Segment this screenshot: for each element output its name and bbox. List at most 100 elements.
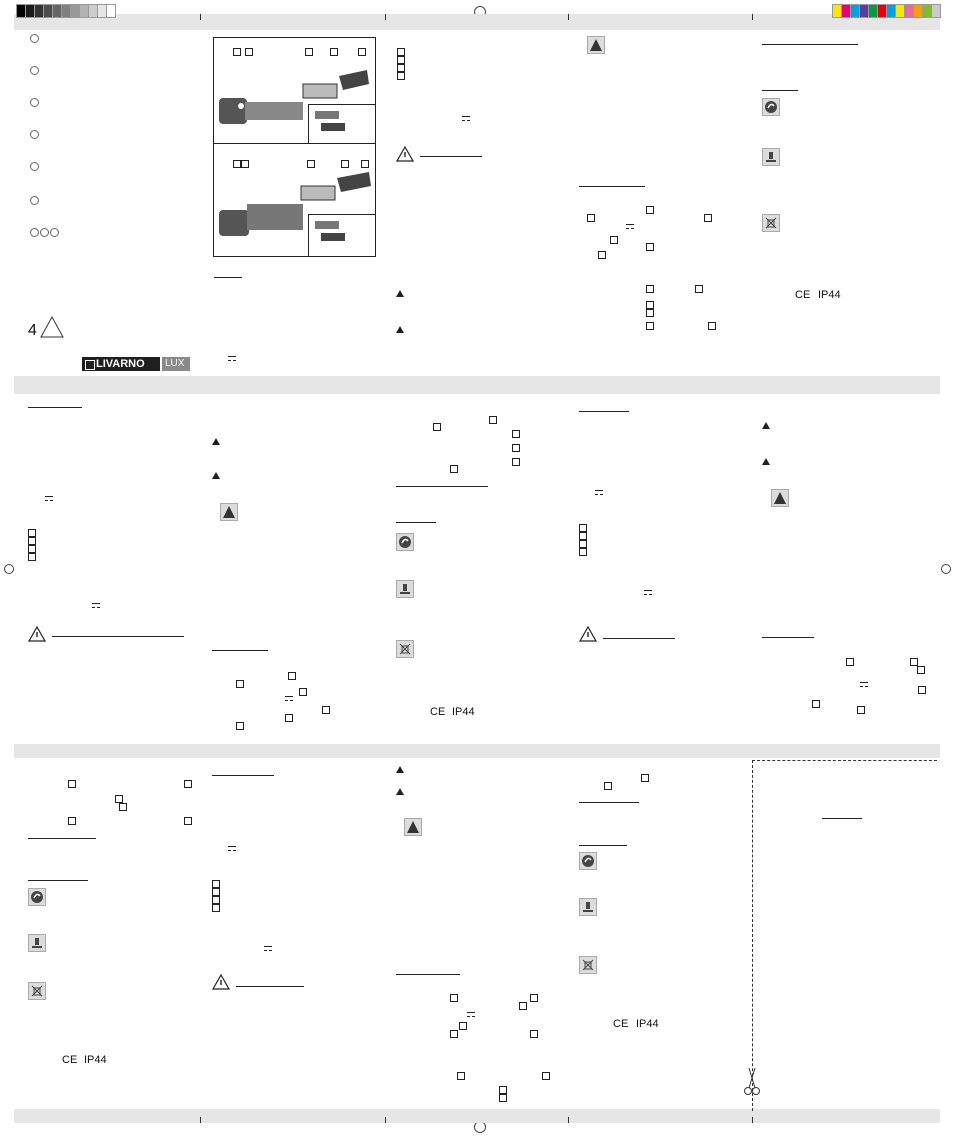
warning-small-icon: [212, 438, 220, 445]
list-box: [28, 537, 36, 545]
callout-box: [330, 48, 338, 56]
warning-small-icon: [762, 422, 770, 429]
callout-box: [233, 48, 241, 56]
inline-box: [704, 214, 712, 222]
list-box: [212, 904, 220, 912]
crop-mark: [568, 14, 569, 20]
inline-box: [184, 780, 192, 788]
battery-icon: [315, 221, 345, 241]
list-box: [212, 880, 220, 888]
dc-symbol-icon: [644, 590, 652, 595]
crop-mark: [568, 1117, 569, 1123]
battery-icon: [315, 111, 345, 131]
section-heading-rule: [28, 880, 88, 881]
inline-box: [917, 666, 925, 674]
inline-box: [433, 423, 441, 431]
inline-box: [646, 285, 654, 293]
list-box: [397, 48, 405, 56]
section-heading-rule: [420, 156, 482, 157]
section-heading-rule: [579, 845, 627, 846]
warning-triangle-icon: [40, 316, 64, 338]
section-heading-rule: [579, 411, 629, 412]
coupon-heading-rule: [822, 818, 862, 819]
section-heading-rule: [579, 186, 645, 187]
crop-mark: [752, 1117, 753, 1123]
ip-rating: IP44: [84, 1054, 107, 1066]
list-box: [579, 540, 587, 548]
inline-box: [68, 780, 76, 788]
inline-box: [499, 1094, 507, 1102]
color-swatch: [931, 4, 941, 18]
inline-box: [499, 1086, 507, 1094]
section-heading-rule: [212, 775, 274, 776]
ip-rating: IP44: [636, 1018, 659, 1030]
list-box: [28, 529, 36, 537]
brand-name: LIVARNO: [96, 358, 145, 370]
dc-symbol-icon: [860, 682, 868, 687]
dc-symbol-icon: [264, 946, 272, 951]
color-swatch: [106, 4, 116, 18]
section-heading-rule: [396, 974, 460, 975]
ip-rating: IP44: [818, 289, 841, 301]
battery-inset: [308, 104, 375, 144]
warning-small-icon: [396, 766, 404, 773]
inline-box: [68, 817, 76, 825]
inline-box: [115, 795, 123, 803]
list-box: [397, 64, 405, 72]
inline-box: [695, 285, 703, 293]
battery-disposal-icon: [762, 148, 780, 166]
language-marker-icon: [40, 228, 49, 237]
inline-box: [236, 722, 244, 730]
inline-box: [641, 774, 649, 782]
list-box: [397, 72, 405, 80]
callout-box: [307, 160, 315, 168]
callout-box: [358, 48, 366, 56]
section-heading-rule: [214, 277, 242, 278]
list-box: [212, 888, 220, 896]
inline-box: [918, 686, 926, 694]
list-box: [579, 532, 587, 540]
inline-box: [530, 994, 538, 1002]
callout-box: [305, 48, 313, 56]
section-band: [14, 376, 940, 394]
dc-symbol-icon: [45, 496, 53, 501]
inline-box: [512, 430, 520, 438]
inline-box: [457, 1072, 465, 1080]
warning-small-icon: [396, 290, 404, 297]
crop-mark: [752, 14, 753, 20]
section-heading-rule: [762, 637, 814, 638]
inline-box: [812, 700, 820, 708]
dc-symbol-icon: [467, 1012, 475, 1017]
list-box: [579, 524, 587, 532]
page-number: 4: [28, 322, 37, 339]
list-box: [212, 896, 220, 904]
inline-box: [646, 301, 654, 309]
language-marker-icon: [30, 34, 39, 43]
flashlight-illustration: [219, 172, 371, 236]
inline-box: [542, 1072, 550, 1080]
section-heading-rule: [236, 986, 304, 987]
grid-icon: [85, 360, 95, 370]
crossed-bin-icon: [28, 982, 46, 1000]
callout-box: [361, 160, 369, 168]
inline-box: [285, 714, 293, 722]
brand-logo: LIVARNO LUX: [82, 357, 190, 371]
inline-box: [604, 782, 612, 790]
brand-logo-mark: [82, 357, 160, 371]
inline-box: [512, 444, 520, 452]
inline-box: [646, 309, 654, 317]
inline-box: [322, 706, 330, 714]
figure-flashlight-a: [213, 37, 376, 145]
dc-symbol-icon: [285, 696, 293, 701]
battery-disposal-icon: [396, 580, 414, 598]
coupon-cut-area: [752, 760, 937, 1111]
section-heading-rule: [396, 486, 488, 487]
list-box: [28, 553, 36, 561]
eye-warning-icon: [404, 818, 422, 836]
inline-box: [450, 465, 458, 473]
battery-disposal-icon: [28, 934, 46, 952]
language-marker-icon: [30, 162, 39, 171]
language-marker-icon: [30, 130, 39, 139]
dc-symbol-icon: [595, 490, 603, 495]
warning-small-icon: [212, 472, 220, 479]
